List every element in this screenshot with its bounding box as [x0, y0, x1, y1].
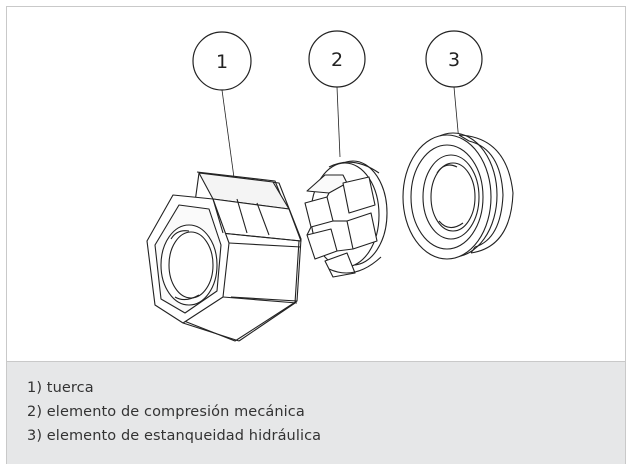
leader-line-2	[336, 86, 341, 158]
legend-list: 1) tuerca 2) elemento de compresión mecá…	[7, 362, 625, 448]
callout-3: 3	[425, 30, 483, 143]
compression-ring-part	[304, 160, 388, 278]
nut-part	[146, 171, 302, 342]
leader-line-1	[221, 89, 236, 186]
figure-frame: 1 2 3	[6, 6, 626, 464]
callout-number-2: 2	[331, 49, 343, 71]
seal-part	[402, 132, 514, 260]
callout-circle-1	[192, 31, 252, 91]
legend-item-1: 1) tuerca	[27, 380, 94, 396]
callout-number-1: 1	[216, 51, 228, 73]
legend-item-2: 2) elemento de compresión mecánica	[27, 404, 305, 420]
callout-number-3: 3	[448, 49, 460, 71]
callout-1: 1	[192, 31, 252, 186]
legend-item-3: 3) elemento de estanqueidad hidráulica	[27, 428, 322, 444]
callout-circle-3	[425, 30, 483, 88]
callout-2: 2	[308, 30, 366, 158]
exploded-view-drawing: 1 2 3	[146, 30, 514, 342]
callout-circle-2	[308, 30, 366, 88]
legend-panel: 1) tuerca 2) elemento de compresión mecá…	[7, 361, 625, 464]
exploded-view-figure: 1 2 3	[7, 7, 625, 359]
